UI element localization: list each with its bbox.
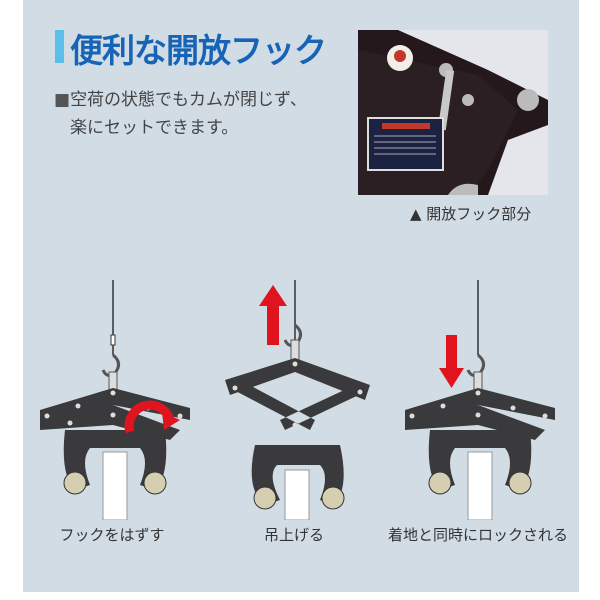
step-3-label: 着地と同時にロックされる — [387, 526, 569, 544]
step-2-diagram — [225, 280, 370, 520]
step-3-diagram — [405, 280, 555, 520]
step-1-diagram — [40, 280, 190, 520]
description-line-2: 楽にセットできます。 — [70, 118, 239, 138]
page-title: 便利な開放フック — [70, 31, 327, 70]
description: ■空荷の状態でもカムが閉じず、 楽にセットできます。 — [54, 86, 307, 142]
photo-caption: ▲ 開放フック部分 — [410, 205, 532, 223]
description-line-1: 空荷の状態でもカムが閉じず、 — [70, 90, 307, 110]
bullet-square: ■ — [54, 90, 71, 110]
hook-photo — [358, 30, 548, 195]
step-1-label: フックをはずす — [59, 526, 165, 544]
step-2-label: 吊上げる — [263, 526, 325, 544]
title-accent-bar — [55, 30, 64, 63]
